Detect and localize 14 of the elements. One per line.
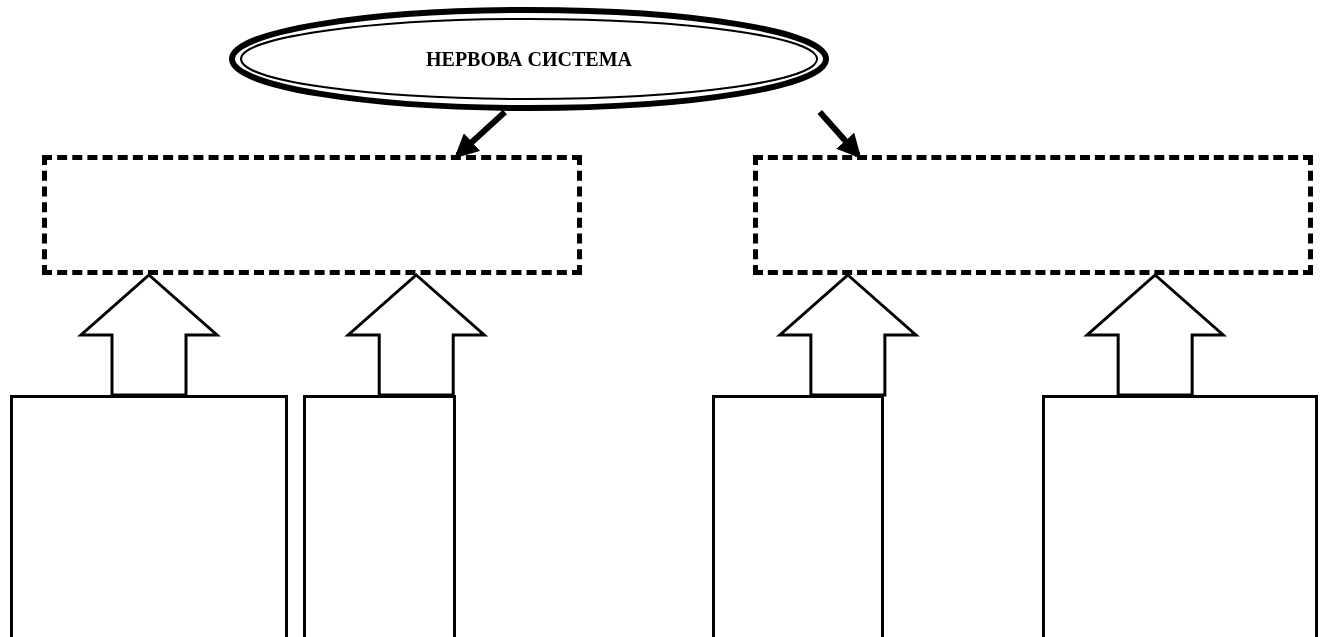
block-arrow	[1083, 273, 1228, 397]
arrow	[454, 109, 507, 159]
empty-box	[712, 395, 884, 637]
block-arrow	[775, 273, 920, 397]
arrow	[817, 110, 862, 159]
empty-box	[303, 395, 456, 637]
empty-box	[1042, 395, 1318, 637]
oval-node	[228, 6, 830, 112]
dashed-box	[753, 155, 1313, 275]
node-title: НЕРВОВА СИСТЕМА	[426, 47, 632, 71]
block-arrow	[344, 273, 489, 397]
block-arrow	[77, 273, 221, 397]
dashed-box	[42, 155, 582, 275]
empty-box	[10, 395, 288, 637]
